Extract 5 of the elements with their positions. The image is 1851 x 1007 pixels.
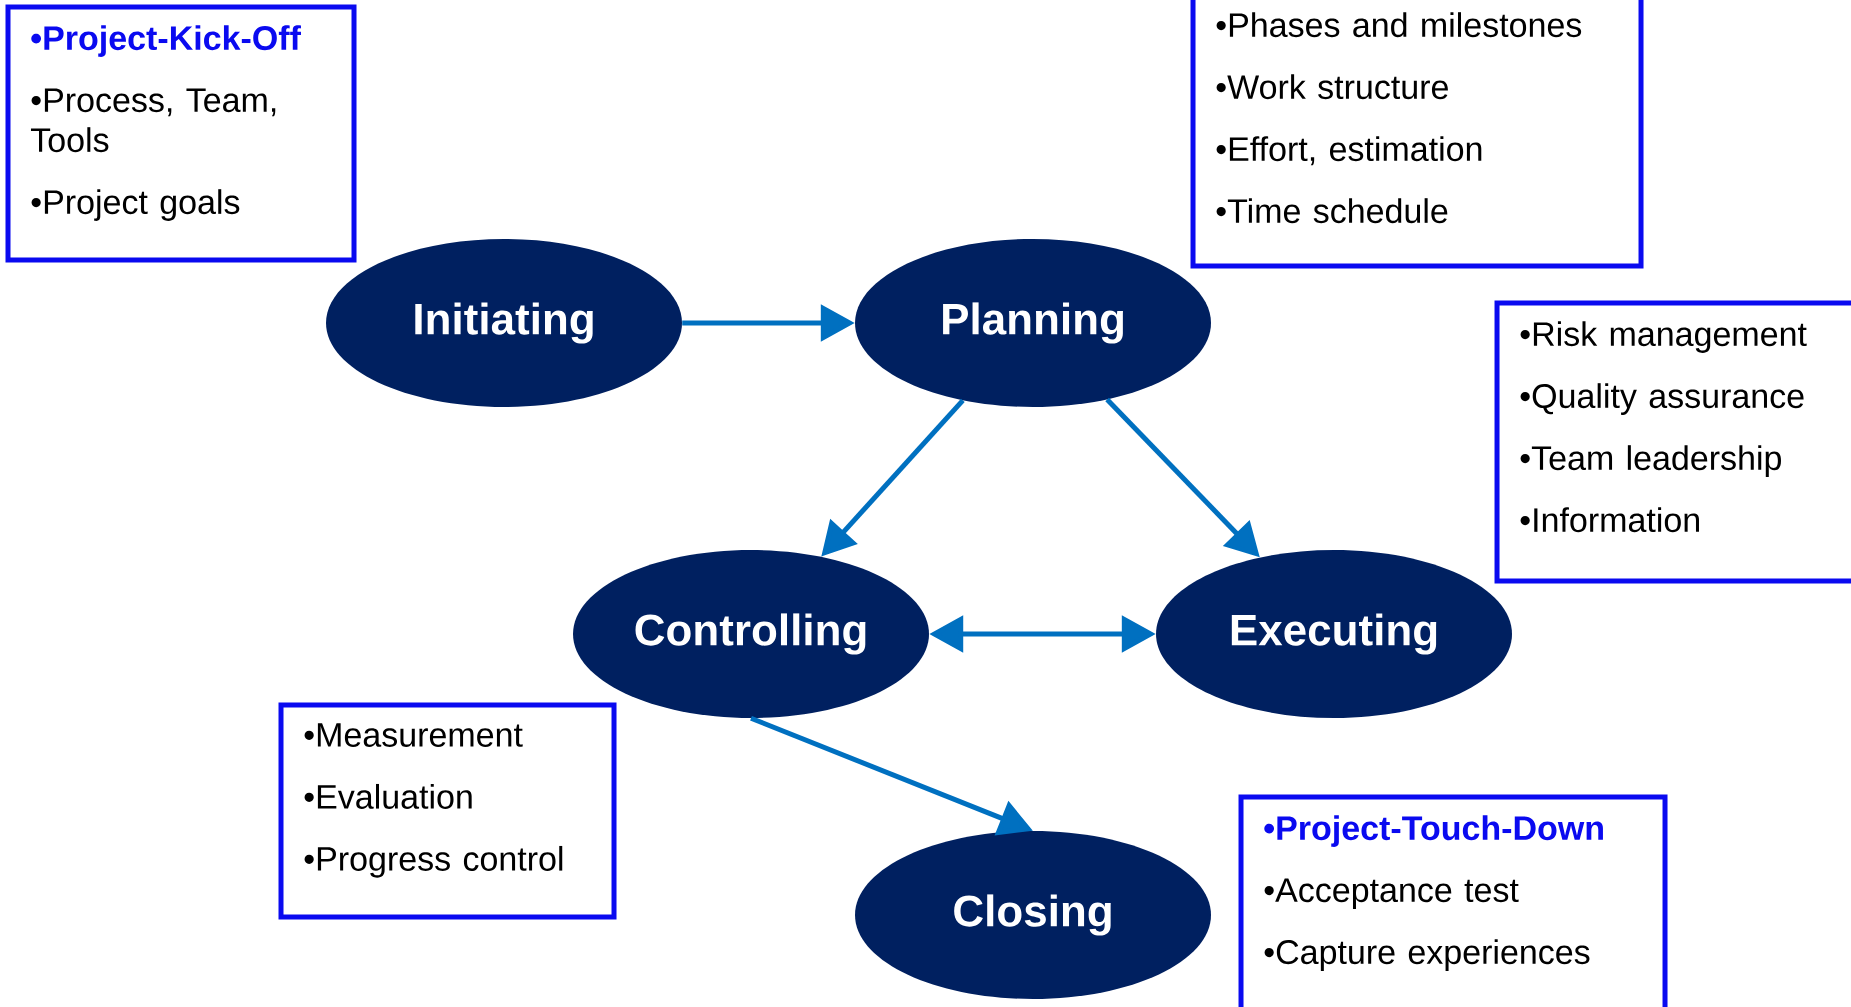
bullet-list-box: •Project-Kick-Off •Process, Team, Tools •Project goals bbox=[5, 4, 357, 263]
bullet-list-box: •Risk management •Quality assurance •Team leadership •Information bbox=[1494, 300, 1851, 584]
bullet-list-box: •Project-Touch-Down •Acceptance test •Capture experiences bbox=[1238, 794, 1668, 1007]
bullet-list-box: •Phases and milestones •Work structure •Effort, estimation •Time schedule bbox=[1190, 0, 1644, 269]
bullet-list-box: •Measurement •Evaluation •Progress control bbox=[278, 702, 617, 920]
